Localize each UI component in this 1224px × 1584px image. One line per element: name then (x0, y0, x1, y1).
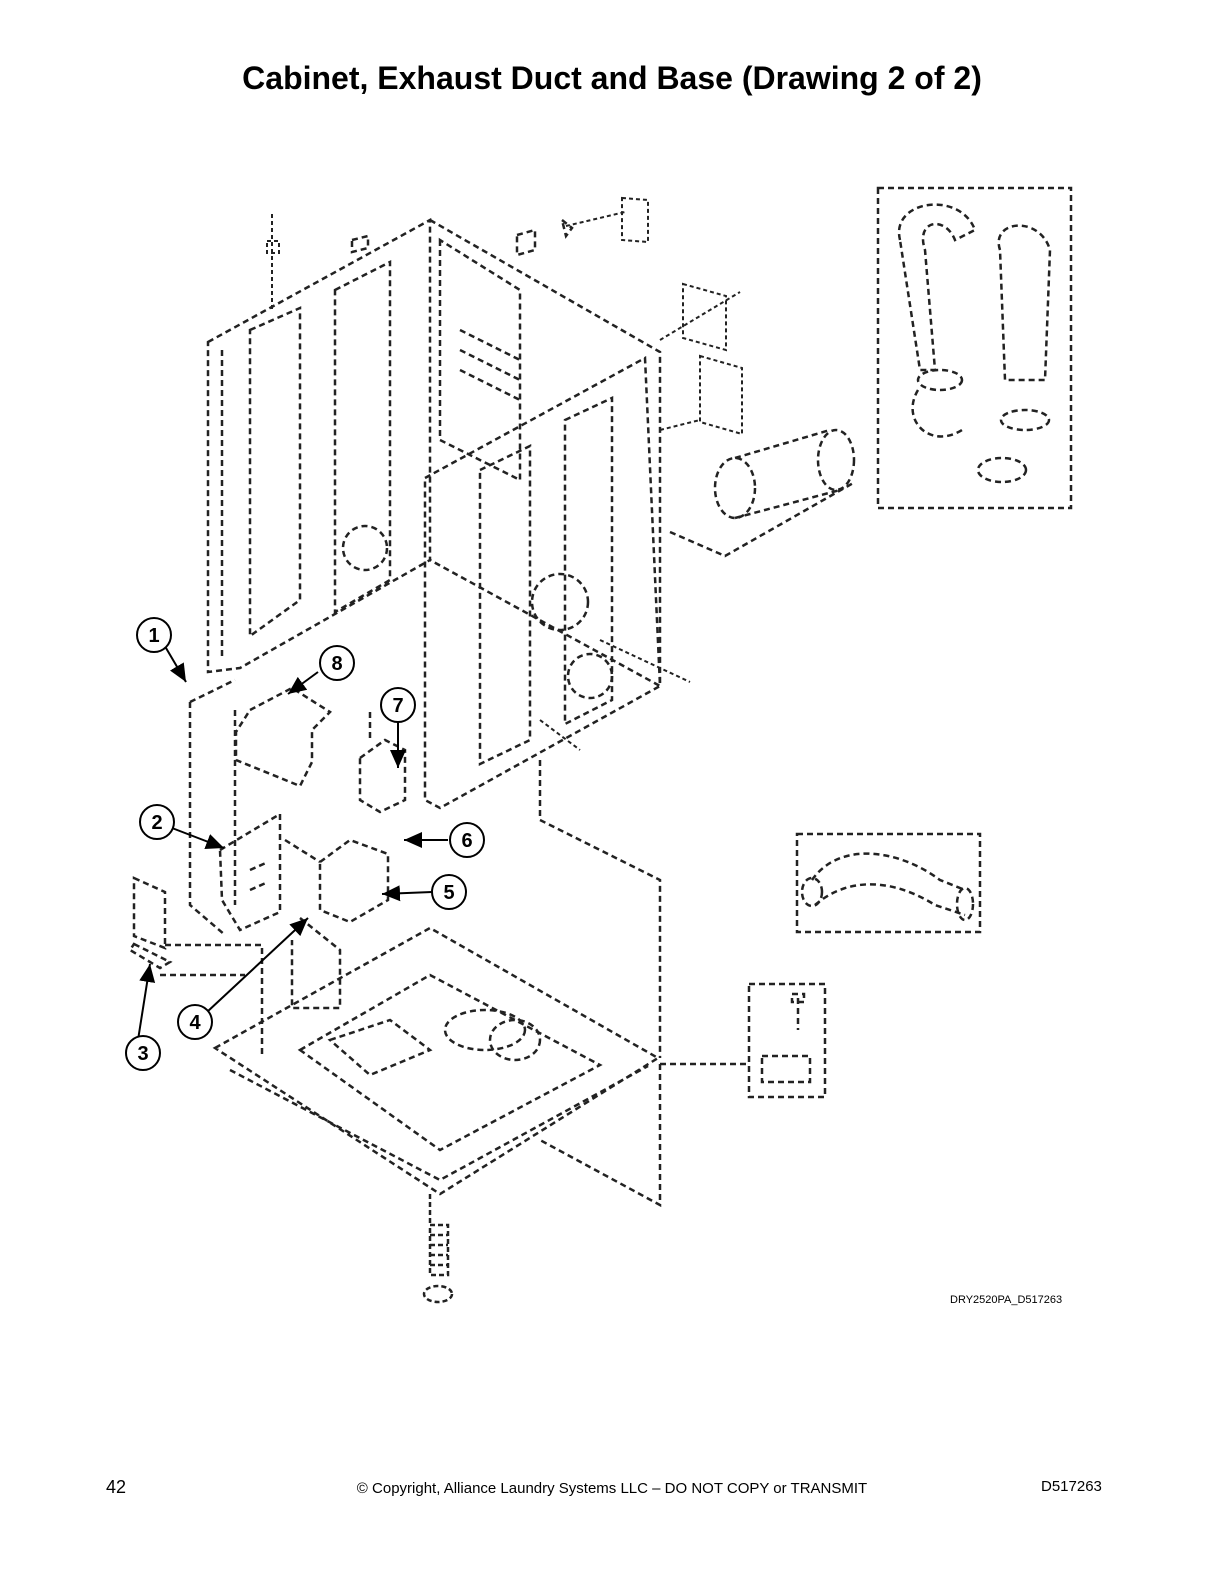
document-number: D517263 (1041, 1478, 1102, 1495)
single-flex-duct-box (795, 832, 982, 934)
copyright-notice: © Copyright, Alliance Laundry Systems LL… (356, 1480, 868, 1497)
base-outline (212, 760, 662, 1208)
drawing-id: DRY2520PA_D517263 (950, 1294, 1063, 1306)
callout-4-label: 4 (189, 1012, 201, 1034)
callout-7-label: 7 (392, 695, 403, 717)
electrical-parts (128, 678, 407, 1055)
cabinet-outline (206, 216, 662, 810)
callout-1-circle (136, 617, 172, 653)
callout-4-circle (177, 1004, 213, 1040)
exhaust-duct (669, 428, 856, 558)
callout-3-circle (125, 1035, 161, 1071)
leg-detail-box (660, 982, 827, 1099)
callout-5-circle (431, 874, 467, 910)
callout-7-circle (380, 687, 416, 723)
callout-5-label: 5 (443, 882, 454, 904)
cabinet-fasteners (266, 196, 743, 751)
flexible-duct-kit-box (876, 186, 1073, 510)
callout-arrows (137, 647, 448, 1041)
callout-2-label: 2 (151, 812, 162, 834)
page-title: Cabinet, Exhaust Duct and Base (Drawing … (242, 60, 982, 96)
callout-2-circle (139, 804, 175, 840)
callout-6-circle (449, 822, 485, 858)
callout-1-label: 1 (148, 625, 159, 647)
callout-3-label: 3 (137, 1043, 148, 1065)
callout-8-label: 8 (331, 653, 342, 675)
leveling-leg (422, 1194, 454, 1304)
page-number: 42 (106, 1477, 127, 1497)
callout-6-label: 6 (461, 830, 472, 852)
callout-8-circle (319, 645, 355, 681)
